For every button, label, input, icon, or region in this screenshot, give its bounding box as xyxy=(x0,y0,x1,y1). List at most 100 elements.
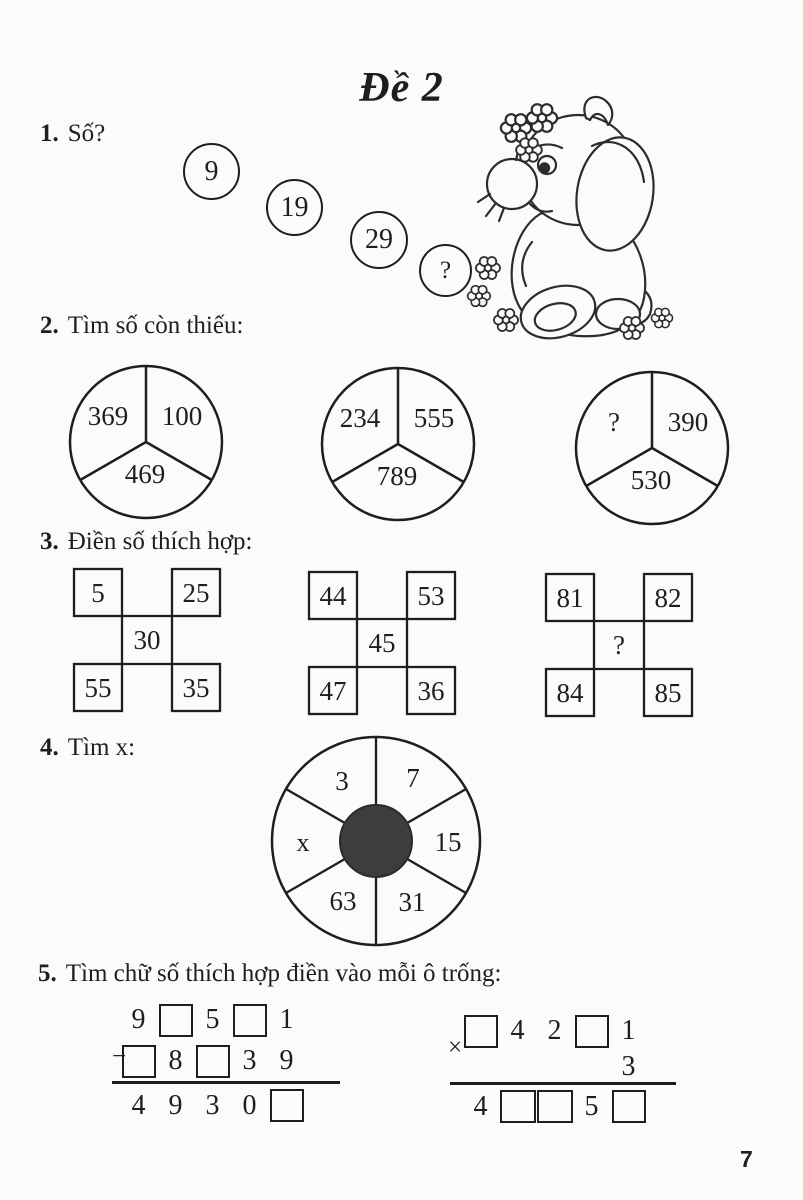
fig2-top-right: 53 xyxy=(418,581,445,611)
problem5-text: Tìm chữ số thích hợp điền vào mỗi ô trốn… xyxy=(65,960,502,987)
fig1-center: 30 xyxy=(134,625,161,655)
page-title: Đề 2 xyxy=(359,65,444,111)
figure-box xyxy=(642,667,694,718)
answer-box xyxy=(463,1014,498,1048)
wheel-dividers xyxy=(79,366,213,482)
blank-box-cell xyxy=(610,1085,647,1129)
wheel1-right-value: 100 xyxy=(162,401,203,431)
digit-cell: 5 xyxy=(205,1004,220,1035)
figure-box xyxy=(544,667,596,718)
fig1-top-right: 25 xyxy=(183,578,210,608)
multiplication-row-2: 3 xyxy=(452,1051,676,1082)
elephant-illustration xyxy=(466,95,674,340)
fig3-top-right: 82 xyxy=(655,583,682,613)
digit-cell: 9 xyxy=(279,1045,294,1076)
wheel3-right-value: 390 xyxy=(668,407,709,437)
wheel1-left-value: 369 xyxy=(88,401,129,431)
spacer-cell xyxy=(462,1052,499,1082)
digit-cell: 2 xyxy=(547,1015,562,1046)
problem2-number: 2. xyxy=(40,312,59,339)
blank-box-cell xyxy=(231,999,268,1041)
sequence-circle-1: 9 xyxy=(183,143,240,200)
problem3-text: Điền số thích hợp: xyxy=(67,528,253,555)
wheel2-left-value: 234 xyxy=(340,403,381,433)
sequence-circle-4: ? xyxy=(419,244,472,297)
fig1-bottom-left: 55 xyxy=(85,673,112,703)
ground-flowers-left xyxy=(466,256,519,332)
fig2-center: 45 xyxy=(369,628,396,658)
problem1-label: 1.Số? xyxy=(40,120,105,148)
answer-box xyxy=(499,1090,536,1123)
digit-cell: 9 xyxy=(131,1004,146,1035)
spacer-cell xyxy=(536,1052,573,1082)
subtraction-row-2: 8 3 9 xyxy=(120,1041,340,1081)
sequence-value-3: 29 xyxy=(365,224,393,255)
minus-sign: − xyxy=(112,1043,127,1070)
elephant-trunk-tip xyxy=(476,192,506,223)
figure-center-lines xyxy=(355,617,409,669)
multiplication-puzzle: × 4 2 1 3 4 5 xyxy=(448,1010,676,1129)
digit-cell: 3 xyxy=(205,1089,220,1121)
number-wheel-1: 369 100 469 xyxy=(68,364,224,520)
figure-box xyxy=(307,570,359,621)
answer-box xyxy=(195,1044,230,1078)
figure-box xyxy=(642,572,694,623)
figure-center-lines xyxy=(592,619,646,671)
answer-box xyxy=(158,1003,193,1037)
sector-wheel-spokes xyxy=(285,737,467,945)
figure-box xyxy=(170,662,222,713)
fig2-bottom-right: 36 xyxy=(418,676,445,706)
elephant-trunk-curl xyxy=(485,157,539,211)
sector-bottom-left: 63 xyxy=(330,886,357,916)
digit-cell: 4 xyxy=(131,1089,146,1121)
blank-box-cell xyxy=(120,1040,157,1082)
sector-left: x xyxy=(297,828,310,857)
sector-right: 15 xyxy=(435,827,462,857)
answer-box xyxy=(269,1089,304,1122)
problem4-text: Tìm x: xyxy=(67,734,136,761)
cross-figure-3: 81 82 ? 84 85 xyxy=(544,572,694,718)
problem5-number: 5. xyxy=(38,960,57,987)
digit-cell: 8 xyxy=(168,1045,183,1076)
problem2-text: Tìm số còn thiếu: xyxy=(67,312,244,339)
spacer-cell xyxy=(499,1052,536,1082)
wheel3-left-value: ? xyxy=(608,407,620,437)
sequence-value-4: ? xyxy=(439,256,452,284)
sequence-value-2: 19 xyxy=(280,191,309,223)
figure-box xyxy=(72,662,124,713)
fig3-center: ? xyxy=(613,630,625,660)
problem2-label: 2. Tìm số còn thiếu: xyxy=(40,312,243,340)
wheel2-right-value: 555 xyxy=(414,403,455,433)
number-wheel-3: ? 390 530 xyxy=(574,370,730,526)
fig3-bottom-right: 85 xyxy=(655,678,682,708)
answer-box xyxy=(536,1090,573,1123)
figure-box xyxy=(405,665,457,716)
sequence-circle-3: 29 xyxy=(350,211,408,269)
digit-cell: 3 xyxy=(621,1051,636,1082)
sequence-value-1: 9 xyxy=(204,155,219,187)
sector-bottom-right: 31 xyxy=(399,887,426,917)
blank-box-cell xyxy=(499,1085,536,1129)
subtraction-row-1: 9 5 1 xyxy=(120,999,340,1041)
sector-wheel: 3 7 15 31 63 x xyxy=(270,735,482,947)
digit-cell: 0 xyxy=(242,1089,257,1121)
subtraction-rule xyxy=(112,1081,340,1084)
wheel2-bottom-value: 789 xyxy=(377,461,418,491)
problem1-number: 1. xyxy=(40,120,59,147)
problem3-label: 3.Điền số thích hợp: xyxy=(40,528,252,556)
fig2-top-left: 44 xyxy=(320,581,348,611)
wheel3-bottom-value: 530 xyxy=(631,465,672,495)
fig3-bottom-left: 84 xyxy=(557,678,585,708)
problem4-label: 4.Tìm x: xyxy=(40,734,135,762)
fig1-top-left: 5 xyxy=(91,578,105,608)
digit-cell: 1 xyxy=(621,1015,636,1046)
fig3-top-left: 81 xyxy=(557,583,584,613)
blank-box-cell xyxy=(462,1010,499,1052)
sector-wheel-hub xyxy=(339,804,413,878)
fig1-bottom-right: 35 xyxy=(183,673,210,703)
fig2-bottom-left: 47 xyxy=(320,676,347,706)
wheel1-bottom-value: 469 xyxy=(125,459,166,489)
elephant-pupil xyxy=(538,162,551,174)
digit-cell: 1 xyxy=(279,1004,294,1035)
